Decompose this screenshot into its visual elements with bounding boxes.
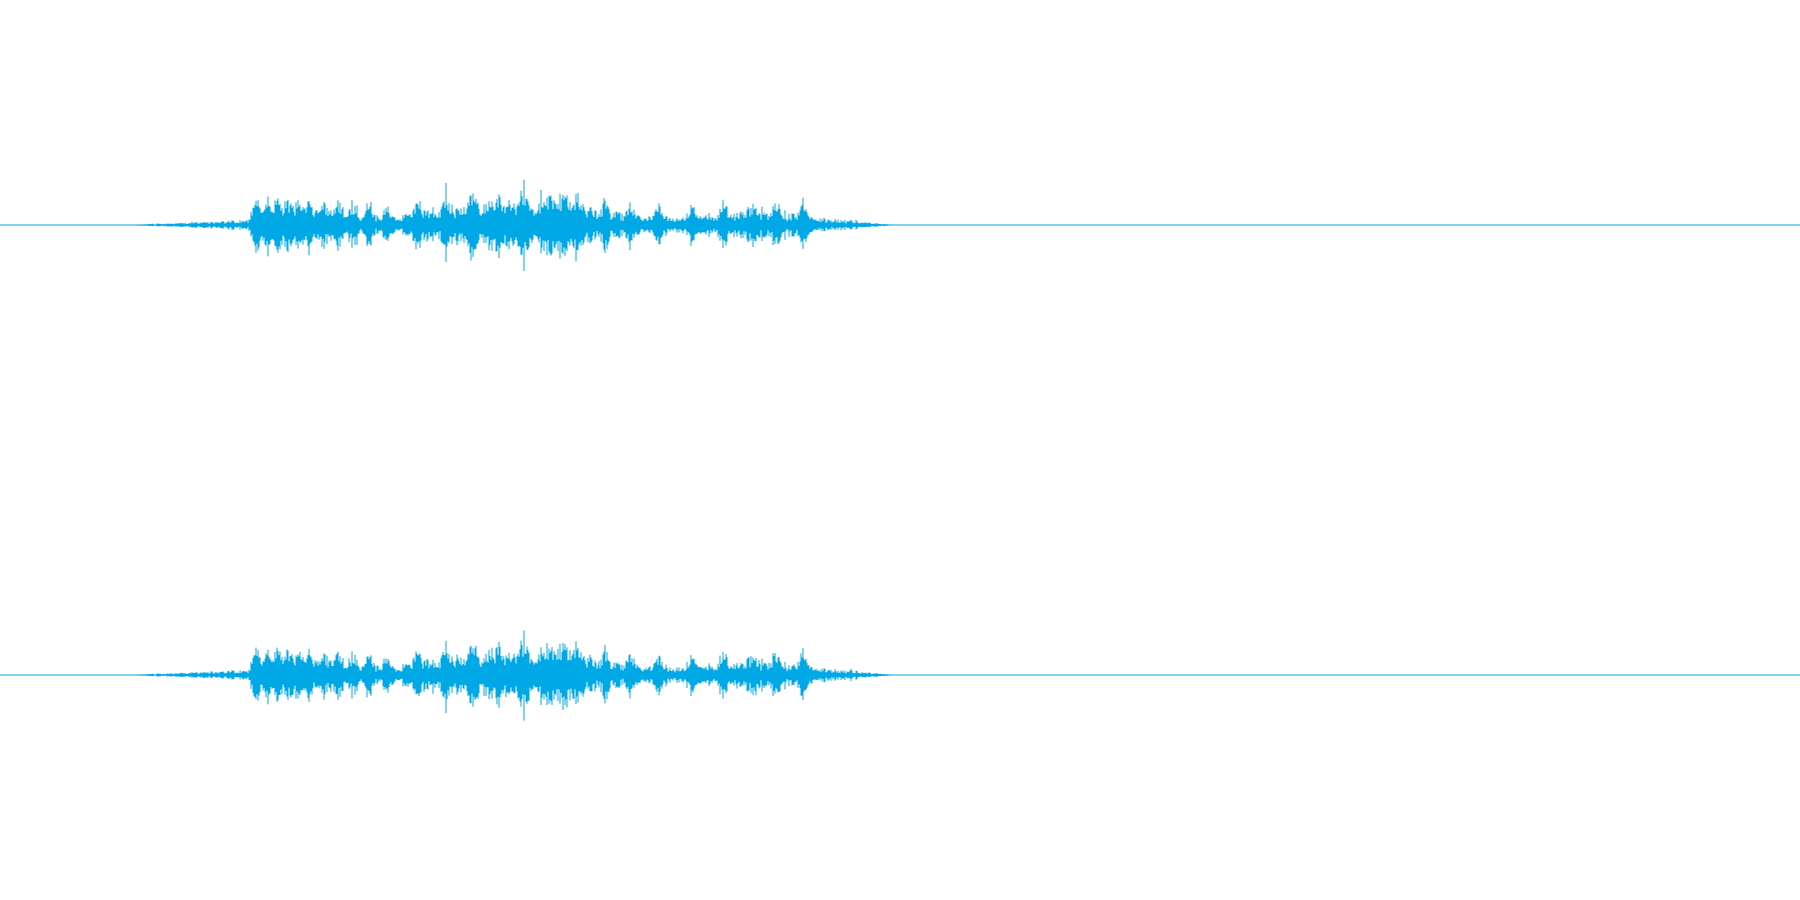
waveform-channel-bottom: [0, 630, 1800, 721]
waveform-trace-top: [134, 179, 900, 272]
waveform-channel-top: [0, 179, 1800, 272]
waveform-trace-bottom: [134, 630, 900, 721]
